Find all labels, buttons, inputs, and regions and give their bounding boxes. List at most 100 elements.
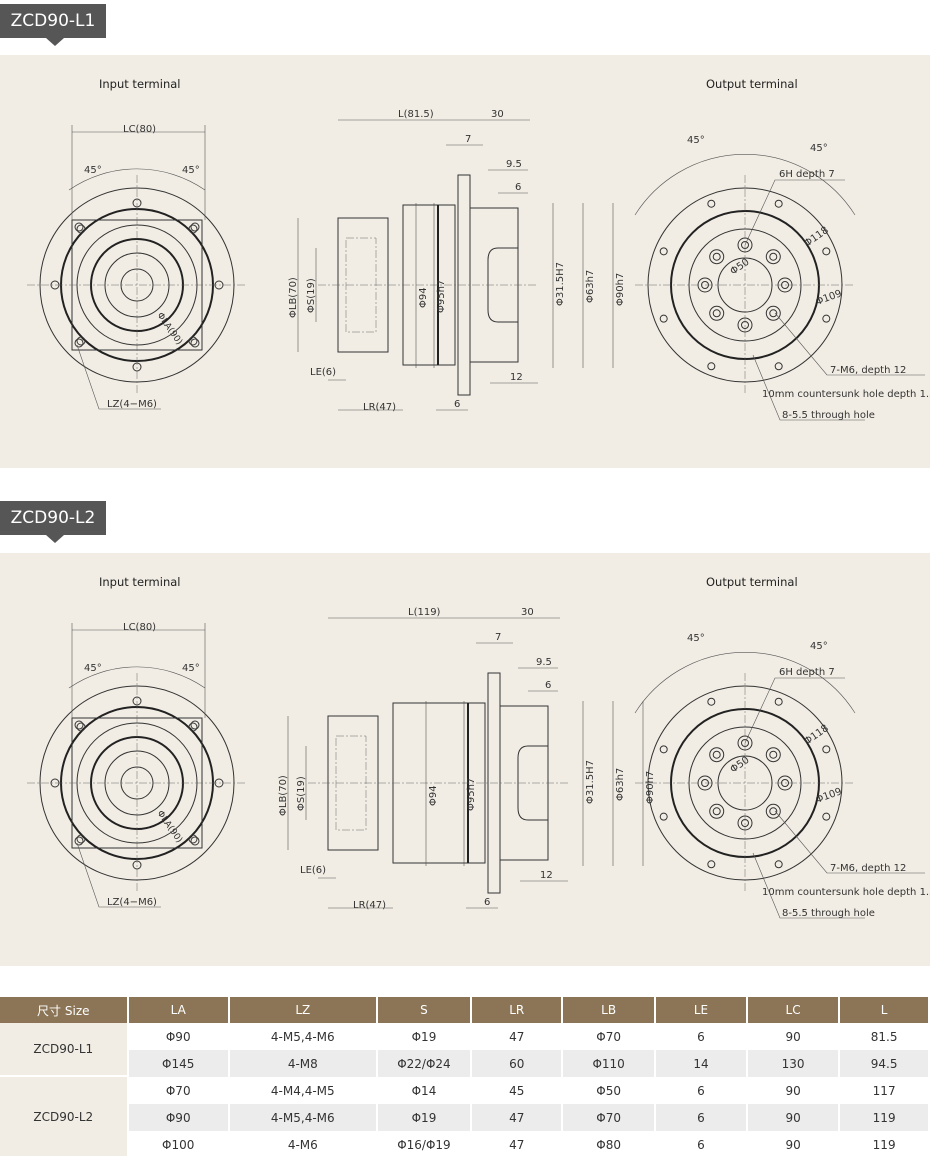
p90-label: Φ90h7 <box>615 273 626 306</box>
table-cell: 6 <box>656 1077 748 1104</box>
table-cell: 14 <box>656 1050 748 1077</box>
lr-label: LR(47) <box>363 402 396 413</box>
countersunk-label: 10mm countersunk hole depth 1.5m <box>762 389 930 400</box>
input-terminal-title: Input terminal <box>99 77 180 91</box>
through-hole-icon <box>822 247 831 256</box>
lc-label: LC(80) <box>123 124 156 135</box>
lc-label: LC(80) <box>123 622 156 633</box>
countersunk-hole-icon <box>709 747 725 763</box>
l-dimension-label: L(81.5) <box>398 109 434 120</box>
angle-label: 45° <box>810 641 828 652</box>
through-hole-icon <box>774 697 783 706</box>
table-cell: 90 <box>747 1104 841 1131</box>
l-dimension-label: L(119) <box>408 607 441 618</box>
p63-label: Φ63h7 <box>615 768 626 801</box>
input-terminal-title: Input terminal <box>99 575 180 589</box>
table-cell: Φ100 <box>129 1131 230 1158</box>
output-terminal-title: Output terminal <box>706 575 798 589</box>
p315-label: Φ31.5H7 <box>555 262 566 306</box>
table-cell: Φ14 <box>378 1077 473 1104</box>
countersunk-hole-icon <box>709 249 725 265</box>
table-cell: 90 <box>748 1023 841 1050</box>
table-cell: 119 <box>840 1104 930 1131</box>
la-label: ΦLA(90) <box>155 311 184 347</box>
column-header: L <box>840 997 930 1023</box>
mount-hole-icon <box>76 722 86 732</box>
m6-label: 7-M6, depth 12 <box>830 863 906 874</box>
p118-label: Φ118 <box>802 723 830 747</box>
mount-hole-icon <box>76 834 86 844</box>
dim-6-label: 6 <box>545 680 551 691</box>
input-terminal-view: Input terminalLC(80)45°45°ΦLA(90)LZ(4−M6… <box>27 77 247 410</box>
table-cell: 45 <box>472 1077 564 1104</box>
through-hole-icon <box>659 314 668 323</box>
p95-label: Φ95h7 <box>436 280 447 313</box>
angle-label: 45° <box>687 135 705 146</box>
through-hole-label: 8-5.5 through hole <box>782 908 875 919</box>
table-cell: 117 <box>840 1077 930 1104</box>
through-hole-icon <box>774 362 783 371</box>
dim-30-label: 30 <box>491 109 504 120</box>
column-header: S <box>377 997 473 1023</box>
p94-label: Φ94 <box>418 287 429 308</box>
through-hole-icon <box>707 860 716 869</box>
through-hole-icon <box>822 745 831 754</box>
section-tag-l2: ZCD90-L2 <box>0 501 106 543</box>
through-hole-icon <box>774 199 783 208</box>
angle-label: 45° <box>182 663 200 674</box>
column-header: LE <box>656 997 748 1023</box>
la-label: ΦLA(90) <box>155 809 184 845</box>
through-hole-icon <box>707 697 716 706</box>
countersunk-hole-icon <box>709 305 725 321</box>
through-hole-icon <box>707 362 716 371</box>
countersunk-hole-icon <box>765 803 781 819</box>
table-cell: Φ19 <box>377 1104 473 1131</box>
s-label: ΦS(19) <box>296 776 307 811</box>
table-cell: Φ19 <box>378 1023 473 1050</box>
technical-drawing: Input terminalLC(80)45°45°ΦLA(90)LZ(4−M6… <box>27 77 930 421</box>
dim-6b-label: 6 <box>484 897 490 908</box>
p63-label: Φ63h7 <box>585 270 596 303</box>
countersunk-hole-icon <box>765 747 781 763</box>
dim-6b-label: 6 <box>454 399 460 410</box>
p90-label: Φ90h7 <box>645 771 656 804</box>
column-header: LZ <box>229 997 378 1023</box>
p95-label: Φ95h7 <box>466 778 477 811</box>
angle-label: 45° <box>182 165 200 176</box>
bolt-hole-icon <box>190 222 200 232</box>
angle-label: 45° <box>84 663 102 674</box>
dim-9-5-label: 9.5 <box>536 657 552 668</box>
through-hole-label: 8-5.5 through hole <box>782 410 875 421</box>
le-label: LE(6) <box>300 865 326 876</box>
mount-hole-icon <box>188 722 198 732</box>
dim-6-label: 6 <box>515 182 521 193</box>
mount-hole-icon <box>76 224 86 234</box>
input-terminal-view: Input terminalLC(80)45°45°ΦLA(90)LZ(4−M6… <box>27 575 247 908</box>
table-cell: Φ16/Φ19 <box>378 1131 473 1158</box>
p50-label: Φ50 <box>728 755 751 776</box>
angle-label: 45° <box>810 143 828 154</box>
column-header: LB <box>563 997 657 1023</box>
table-cell: 4-M5,4-M6 <box>230 1023 378 1050</box>
countersunk-hole-icon <box>709 803 725 819</box>
table-cell: Φ80 <box>563 1131 657 1158</box>
table-cell: 6 <box>656 1104 748 1131</box>
m6-label: 7-M6, depth 12 <box>830 365 906 376</box>
table-cell: 90 <box>748 1077 841 1104</box>
table-cell: 6 <box>656 1131 748 1158</box>
mount-hole-icon <box>188 336 198 346</box>
countersunk-label: 10mm countersunk hole depth 1.5m <box>762 887 930 898</box>
column-header: LA <box>128 997 230 1023</box>
model-cell: ZCD90-L1 <box>0 1023 129 1077</box>
